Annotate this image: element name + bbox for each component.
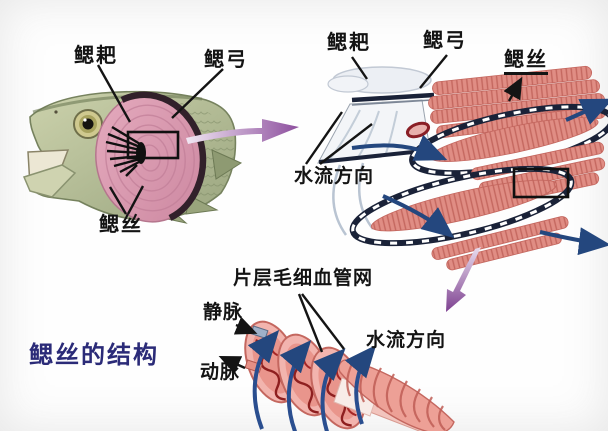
filament-structure-illustration bbox=[218, 293, 455, 431]
purple-arrow-down-icon bbox=[446, 247, 481, 312]
page-title: 鳃丝的结构 bbox=[29, 342, 159, 369]
fish-pointer-lines bbox=[96, 64, 224, 215]
zoom-region-box-fish bbox=[126, 130, 180, 160]
purple-arrow-right-icon bbox=[186, 119, 299, 144]
vein-label: 静脉 bbox=[203, 302, 244, 323]
capillary-network-label: 片层毛细血管网 bbox=[233, 268, 374, 289]
detail-pointer-lines bbox=[305, 54, 523, 165]
fish-nostril bbox=[54, 110, 58, 114]
fish-head-illustration bbox=[22, 64, 243, 224]
artery-label: 动脉 bbox=[200, 362, 241, 383]
detail-water-flow-label: 水流方向 bbox=[294, 166, 375, 187]
fish-fin bbox=[211, 149, 243, 180]
filament-pointer-lines bbox=[218, 293, 345, 374]
fish-gill-raker-label: 鳃耙 bbox=[74, 45, 118, 67]
fish-gill-filament-label: 鳃丝 bbox=[99, 214, 143, 236]
detail-gill-filament-label: 鳃丝 bbox=[504, 50, 548, 75]
filament-loop-2 bbox=[349, 165, 575, 247]
gill-filaments-bottom bbox=[431, 216, 569, 271]
fish-gill-arch-label: 鳃弓 bbox=[204, 49, 248, 71]
detail-gill-raker-label: 鳃耙 bbox=[327, 32, 371, 54]
zoom-region-box-detail bbox=[512, 167, 570, 199]
water-flow-arrows-detail bbox=[351, 98, 608, 256]
fish-eye bbox=[73, 109, 103, 139]
gill-detail-illustration bbox=[305, 54, 608, 271]
detail-gill-arch-label: 鳃弓 bbox=[423, 30, 467, 52]
water-flow-arrows-filament bbox=[247, 329, 377, 431]
filament-water-flow-label: 水流方向 bbox=[366, 330, 447, 351]
